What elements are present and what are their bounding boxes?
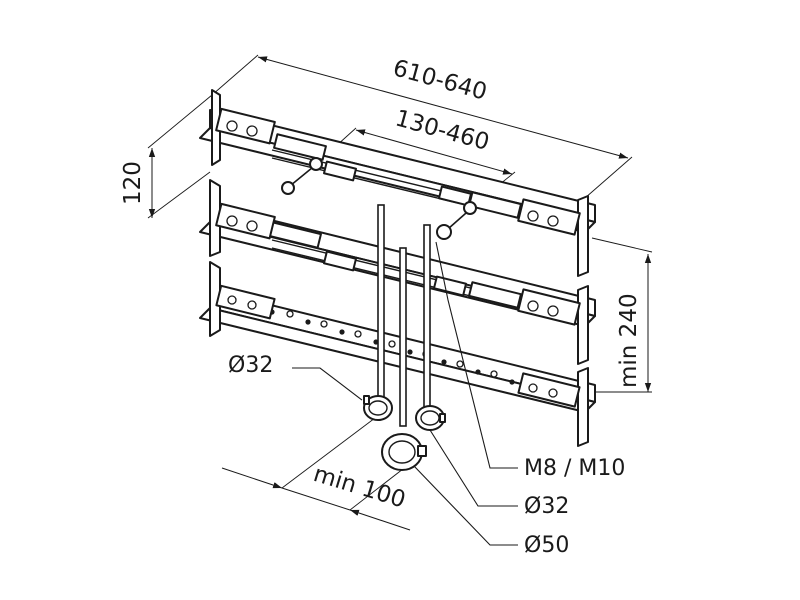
threaded-rods — [377, 204, 431, 427]
callout-label-rod-thread: M8 / M10 — [524, 456, 625, 481]
callout-right-pipe: Ø32 — [429, 429, 569, 519]
left-brackets — [209, 89, 276, 337]
callout-left-pipe: Ø32 — [228, 353, 363, 401]
callout-rod-thread: M8 / M10 — [435, 241, 625, 481]
dimension-height: 120 — [120, 94, 213, 219]
dimension-pipe-spacing: min 100 — [221, 417, 413, 531]
callout-label-right-pipe: Ø32 — [524, 494, 569, 519]
callout-label-left-pipe: Ø32 — [228, 353, 273, 378]
dimension-label-adjustable-span: 130-460 — [392, 106, 492, 156]
rod-end-clamps — [281, 157, 477, 240]
top-rail — [199, 109, 596, 233]
right-brackets — [517, 195, 589, 447]
pipe-clip-left-32 — [363, 395, 393, 421]
dimension-rail-spacing: min 240 — [591, 237, 653, 393]
callout-drain-pipe: Ø50 — [413, 465, 569, 558]
pipe-clip-right-32 — [415, 405, 446, 431]
dimension-label-overall-width: 610-640 — [390, 55, 490, 105]
dimension-label-height: 120 — [120, 161, 146, 205]
pipe-clip-drain-50 — [381, 433, 427, 471]
dimension-label-rail-spacing: min 240 — [616, 293, 642, 388]
mounting-frame — [199, 89, 596, 471]
callout-label-drain-pipe: Ø50 — [524, 533, 569, 558]
